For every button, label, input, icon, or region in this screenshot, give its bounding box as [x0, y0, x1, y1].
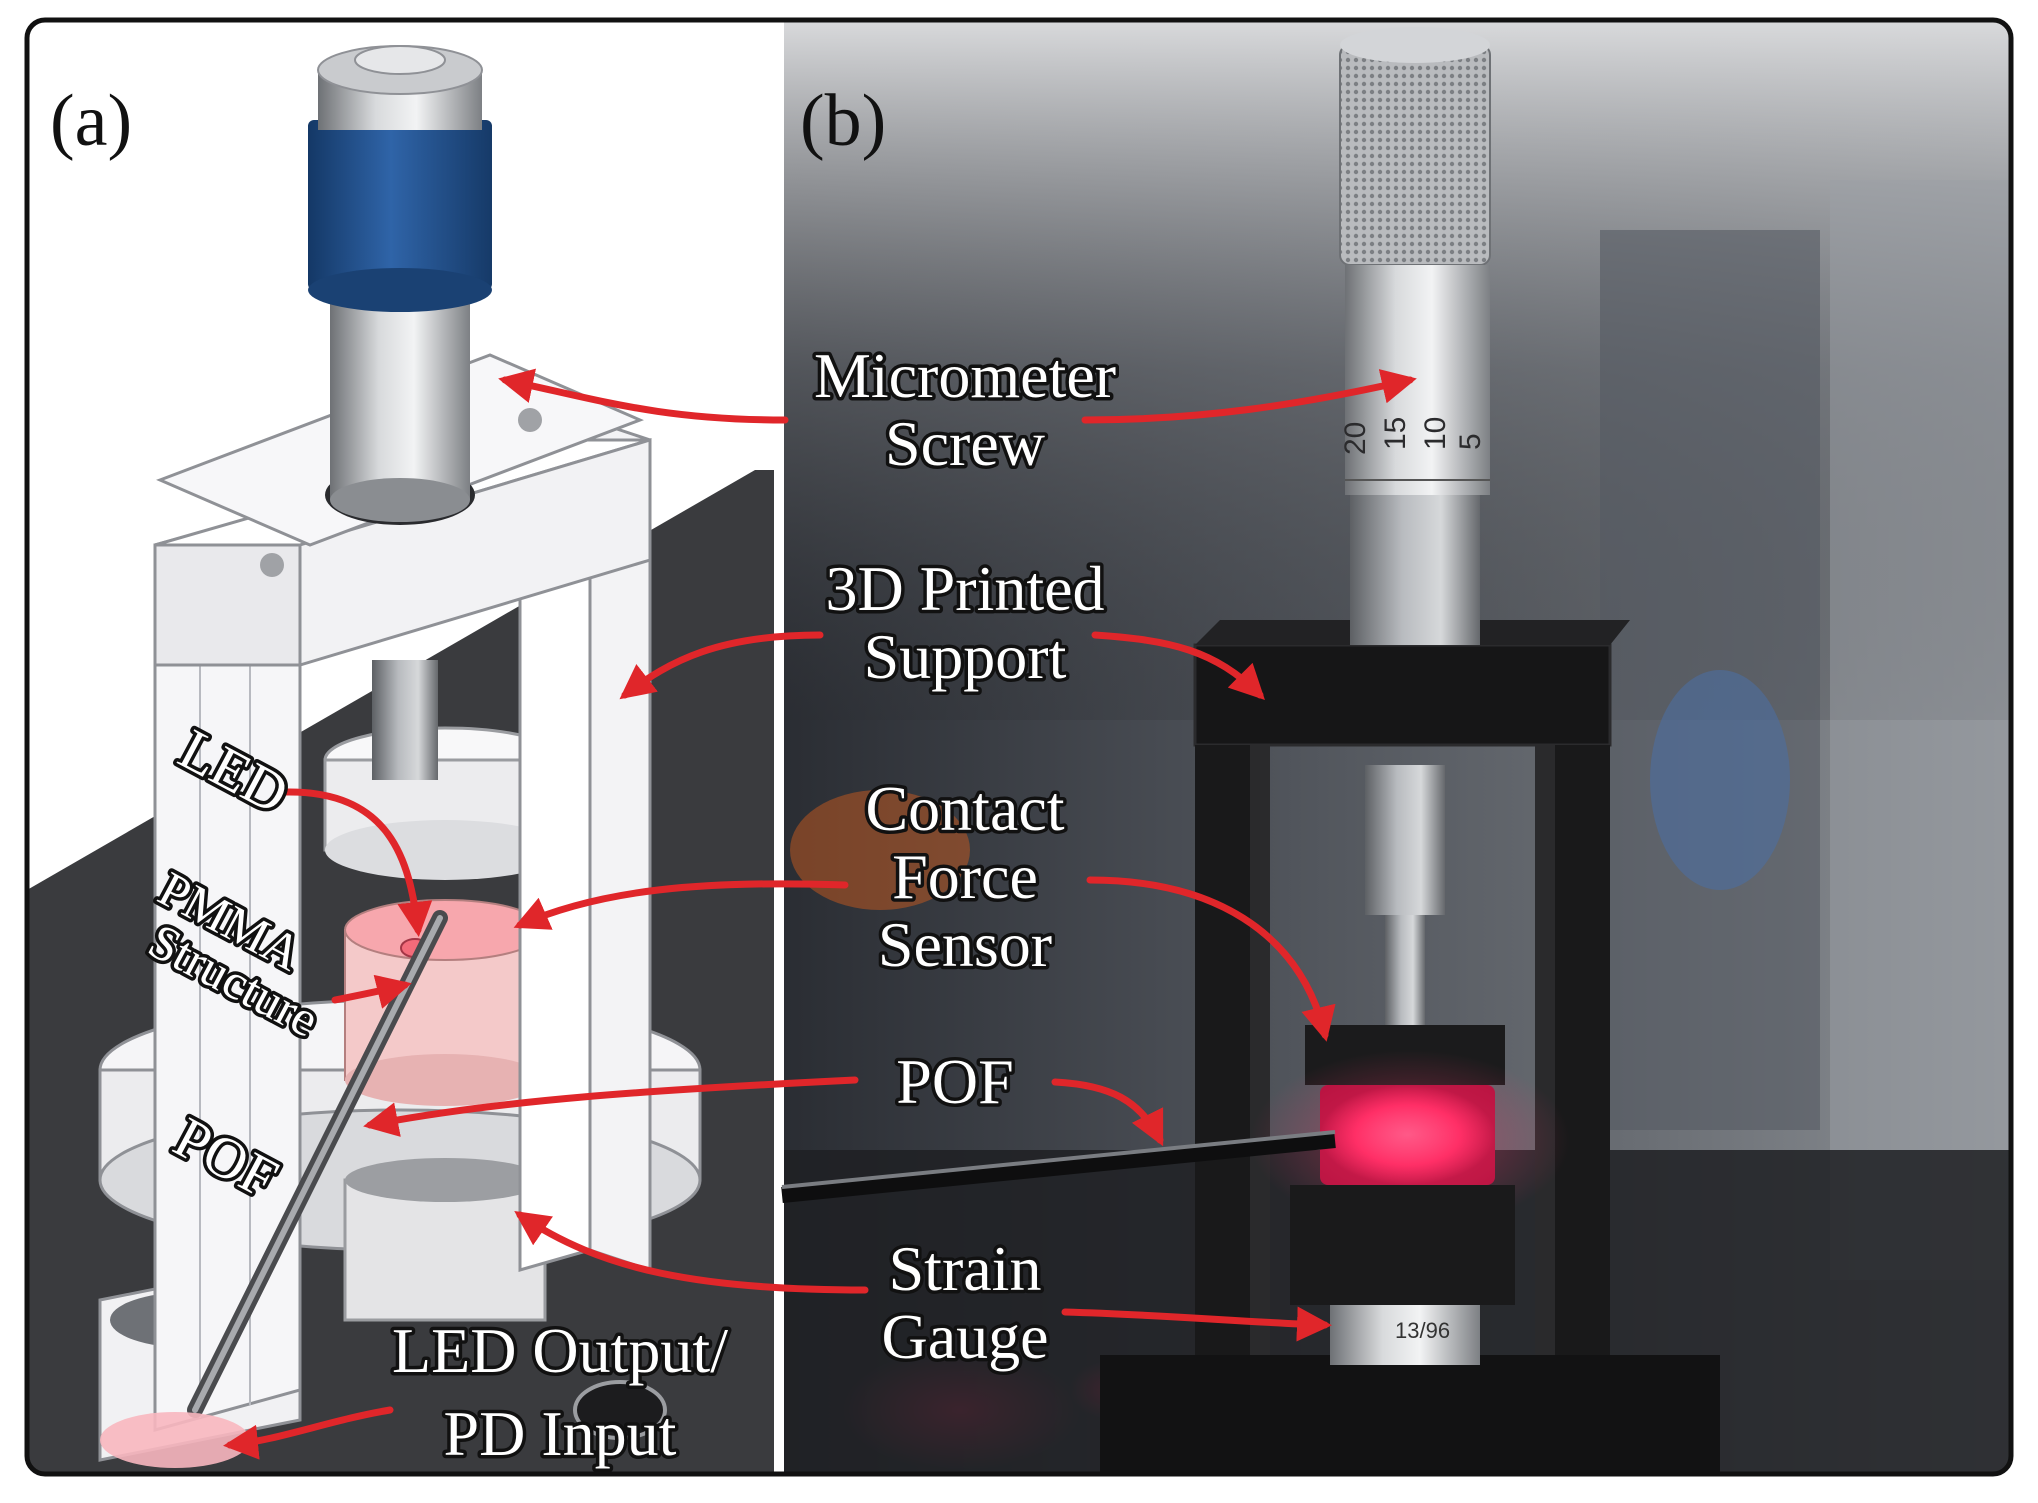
panel-b-shelf-blur-2	[1830, 180, 2010, 1280]
label-micrometer-line2: Screw	[885, 408, 1045, 479]
photo-pof-fiber	[781, 1132, 1336, 1203]
arrow-micrometer-b	[1081, 369, 1417, 424]
panel-divider	[774, 20, 784, 1474]
label-contact-line1: Contact	[865, 773, 1064, 844]
label-strain-line2: Gauge	[881, 1301, 1048, 1372]
photo-micrometer-scale: 20 15 10 5	[1339, 417, 1487, 455]
photo-setup: 20 15 10 5 13/96	[781, 27, 1720, 1475]
scale-tick-10: 10	[1419, 417, 1452, 450]
panel-label-b: (b)	[800, 80, 886, 162]
cad-fiber-output-glow	[100, 1412, 250, 1468]
cad-rod	[372, 660, 438, 780]
cad-micrometer-blue-cap	[308, 120, 492, 290]
arrow-strain-a	[514, 1211, 869, 1294]
arrow-contact-a	[513, 880, 849, 930]
annotation-arrows	[223, 368, 1417, 1460]
arrow-ledout	[223, 1406, 394, 1460]
photo-strain-gauge	[1330, 1305, 1480, 1365]
labels: (a) (b) Micrometer Screw 3D Printed Supp…	[50, 80, 1120, 1473]
arrow-strain-b	[1061, 1306, 1332, 1342]
label-micrometer-line1: Micrometer	[814, 340, 1116, 411]
photo-micrometer-sleeve	[1350, 495, 1480, 645]
cad-micrometer-barrel	[330, 285, 470, 500]
photo-support-right-leg	[1555, 745, 1610, 1405]
arrow-pof-a	[363, 1076, 859, 1137]
label-ledout-line1: LED Output/	[392, 1315, 728, 1386]
arrow-support-a	[619, 631, 824, 700]
photo-micrometer-thimble	[1345, 265, 1490, 495]
photo-micrometer-knurled-head	[1339, 44, 1491, 266]
panel-label-a: (a)	[50, 80, 132, 162]
panel-b-orange-blob	[790, 790, 970, 910]
scale-tick-20: 20	[1339, 422, 1372, 455]
arrow-pmma	[331, 974, 412, 1009]
arrow-pof-b	[1051, 1078, 1164, 1147]
cad-floor-hole	[573, 1380, 667, 1440]
photo-micrometer-spindle	[1385, 915, 1425, 1025]
arrow-micrometer-a	[498, 368, 789, 424]
label-ledout-line2: PD Input	[444, 1398, 677, 1469]
photo-support-left-leg	[1195, 745, 1250, 1405]
label-strain-line1: Strain	[889, 1233, 1042, 1304]
photo-gauge-marking: 13/96	[1395, 1318, 1450, 1343]
arrow-support-b	[1091, 631, 1265, 700]
cad-pmma-disk-top	[344, 899, 546, 961]
photo-lower-holder	[1290, 1185, 1515, 1305]
scale-tick-15: 15	[1379, 417, 1412, 450]
label-pof-center: POF	[896, 1046, 1013, 1117]
photo-micrometer-spindle-upper	[1365, 765, 1445, 915]
arrow-contact-b	[1086, 876, 1336, 1042]
label-contact-line2: Force	[892, 841, 1038, 912]
label-contact-line3: Sensor	[878, 909, 1052, 980]
figure-frame	[24, 17, 2014, 1477]
label-support-line2: Support	[864, 621, 1067, 692]
label-support-line1: 3D Printed	[825, 553, 1104, 624]
panel-b-blue-blob	[1650, 670, 1790, 890]
arrow-led	[281, 788, 433, 937]
photo-support-base	[1100, 1355, 1720, 1475]
scale-tick-5: 5	[1454, 433, 1487, 450]
